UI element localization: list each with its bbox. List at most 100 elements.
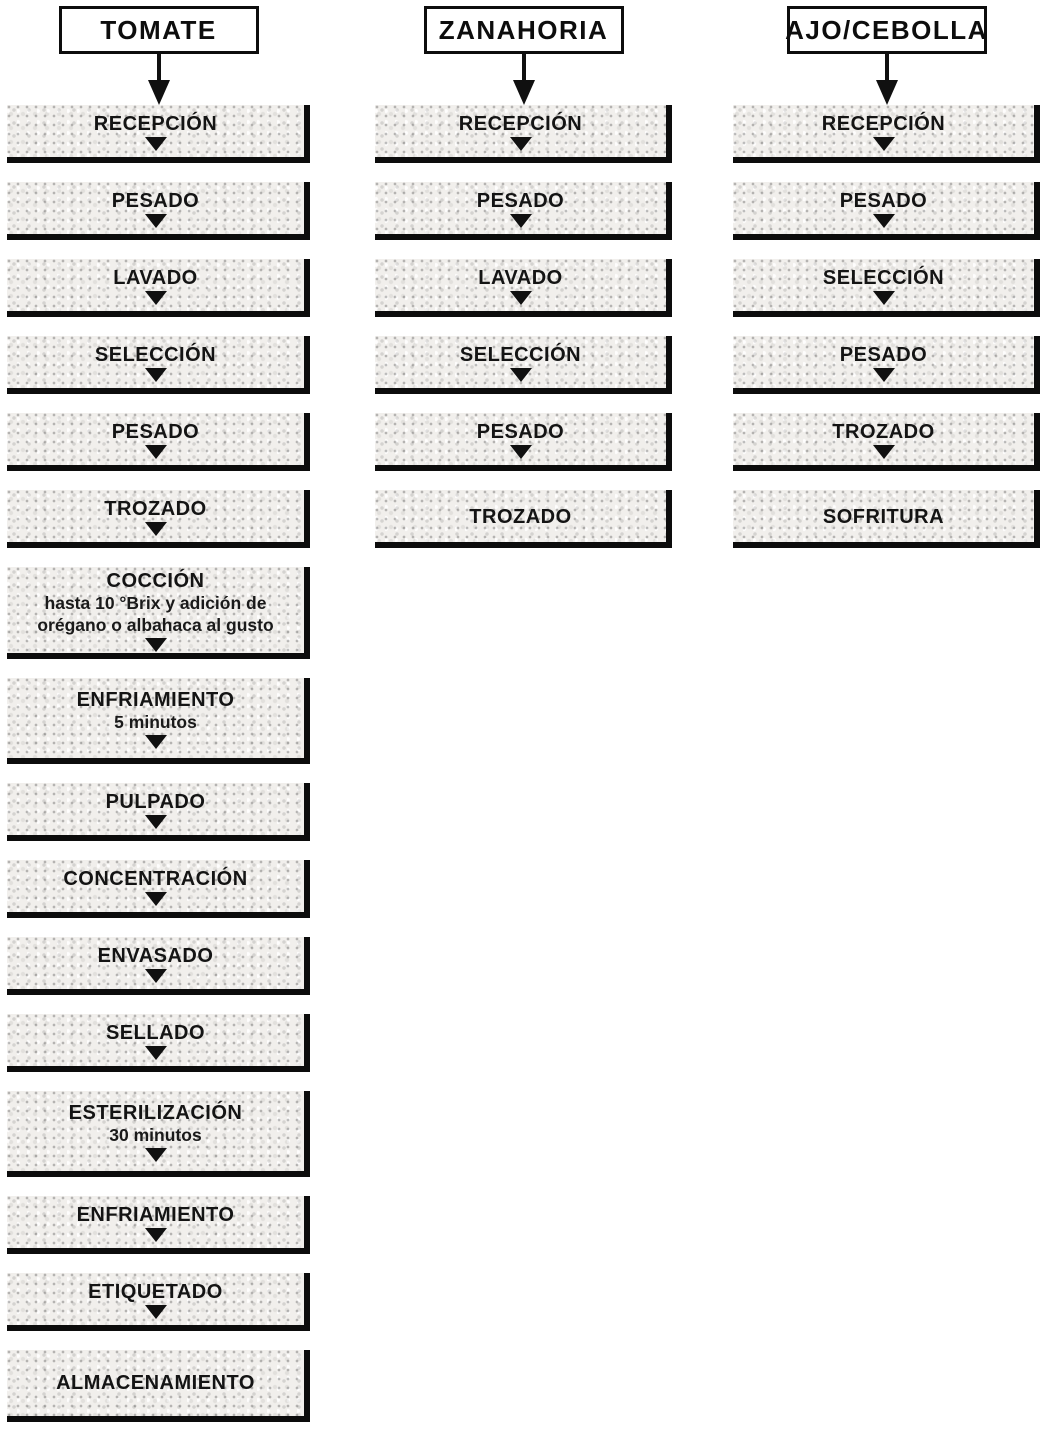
- arrow-down-icon: [144, 1045, 167, 1060]
- step-box-pesado: PESADO: [733, 182, 1040, 240]
- column-title: ZANAHORIA: [423, 6, 624, 54]
- step-box-lavado: LAVADO: [375, 259, 672, 317]
- arrow-down-icon: [509, 137, 532, 151]
- step-label: RECEPCIÓN: [93, 113, 218, 135]
- connector-line: [521, 54, 526, 80]
- arrow-down-icon: [509, 445, 532, 459]
- steps-list: RECEPCIÓN PESADO LAVADO SELECCIÓN PESADO…: [375, 105, 672, 548]
- arrow-down-icon: [144, 137, 167, 151]
- step-box-sofritura: SOFRITURA: [733, 490, 1040, 548]
- column-header: TOMATE: [7, 0, 310, 105]
- arrow-down-icon: [144, 214, 167, 228]
- step-box-trozado: TROZADO: [7, 490, 310, 548]
- step-label: PESADO: [476, 421, 565, 443]
- arrow-down-icon: [144, 1147, 167, 1162]
- arrow-down-icon: [144, 734, 167, 749]
- step-box-coccion: COCCIÓN hasta 10 °Brix y adición de orég…: [7, 567, 310, 659]
- arrow-down-icon: [509, 291, 532, 305]
- process-column-zanahoria: ZANAHORIA RECEPCIÓN PESADO LAVADO SELECC…: [375, 0, 672, 548]
- step-label: PESADO: [111, 421, 200, 443]
- column-title: AJO/CEBOLLA: [785, 6, 987, 54]
- step-label: ESTERILIZACIÓN: [68, 1101, 243, 1124]
- step-box-pesado: PESADO: [375, 413, 672, 471]
- step-label: PULPADO: [105, 790, 206, 813]
- column-header: ZANAHORIA: [375, 0, 672, 105]
- step-label: TROZADO: [469, 505, 572, 528]
- step-sublabel: 30 minutos: [109, 1124, 202, 1145]
- arrow-down-icon: [144, 968, 167, 983]
- step-label: RECEPCIÓN: [458, 113, 583, 135]
- arrow-down-icon: [509, 214, 532, 228]
- connector-line: [156, 54, 161, 80]
- step-label: RECEPCIÓN: [821, 113, 946, 135]
- step-box-trozado: TROZADO: [733, 413, 1040, 471]
- step-box-recepcion: RECEPCIÓN: [733, 105, 1040, 163]
- step-box-recepcion: RECEPCIÓN: [375, 105, 672, 163]
- connector-line: [884, 54, 889, 80]
- step-label: CONCENTRACIÓN: [63, 867, 248, 890]
- step-box-pesado: PESADO: [375, 182, 672, 240]
- arrow-down-icon: [144, 522, 167, 536]
- arrow-down-icon: [144, 637, 167, 652]
- step-box-lavado: LAVADO: [7, 259, 310, 317]
- step-box-recepcion: RECEPCIÓN: [7, 105, 310, 163]
- arrow-down-icon: [144, 445, 167, 459]
- step-box-envasado: ENVASADO: [7, 936, 310, 995]
- arrow-down-icon: [144, 891, 167, 906]
- step-label: ALMACENAMIENTO: [56, 1372, 255, 1395]
- step-label: ETIQUETADO: [88, 1280, 223, 1303]
- step-label: PESADO: [476, 190, 565, 212]
- step-label: PESADO: [111, 190, 200, 212]
- step-label: PESADO: [839, 190, 928, 212]
- arrowhead-down-icon: [512, 80, 535, 105]
- step-sublabel: 5 minutos: [114, 711, 197, 732]
- step-box-etiquetado: ETIQUETADO: [7, 1272, 310, 1331]
- step-label: SOFRITURA: [822, 505, 945, 528]
- step-label: SELECCIÓN: [459, 344, 582, 366]
- step-box-pesado: PESADO: [7, 182, 310, 240]
- step-label: TROZADO: [104, 498, 207, 520]
- step-sublabel: hasta 10 °Brix y adición de orégano o al…: [37, 593, 274, 635]
- step-box-enfriamiento: ENFRIAMIENTO: [7, 1195, 310, 1254]
- step-label: ENVASADO: [97, 944, 214, 967]
- process-column-ajo-cebolla: AJO/CEBOLLA RECEPCIÓN PESADO SELECCIÓN P…: [733, 0, 1040, 548]
- column-header: AJO/CEBOLLA: [733, 0, 1040, 105]
- step-box-enfriamiento: ENFRIAMIENTO 5 minutos: [7, 677, 310, 764]
- step-label: ENFRIAMIENTO: [76, 1203, 235, 1226]
- step-box-esterilizacion: ESTERILIZACIÓN 30 minutos: [7, 1090, 310, 1177]
- step-box-pesado: PESADO: [7, 413, 310, 471]
- step-box-seleccion: SELECCIÓN: [375, 336, 672, 394]
- step-label: ENFRIAMIENTO: [76, 688, 235, 711]
- step-label: SELECCIÓN: [822, 267, 945, 289]
- arrow-down-icon: [144, 814, 167, 829]
- arrow-down-icon: [872, 291, 895, 305]
- step-label: TROZADO: [832, 421, 935, 443]
- arrow-down-icon: [144, 368, 167, 382]
- process-column-tomate: TOMATE RECEPCIÓN PESADO LAVADO SELECCIÓN…: [7, 0, 310, 1422]
- arrow-down-icon: [144, 1227, 167, 1242]
- steps-list: RECEPCIÓN PESADO LAVADO SELECCIÓN PESADO…: [7, 105, 310, 1422]
- arrow-down-icon: [144, 1304, 167, 1319]
- step-label: SELLADO: [105, 1021, 206, 1044]
- column-title: TOMATE: [58, 6, 259, 54]
- step-label: LAVADO: [113, 267, 198, 289]
- step-label: LAVADO: [478, 267, 563, 289]
- step-box-seleccion: SELECCIÓN: [733, 259, 1040, 317]
- arrow-down-icon: [872, 137, 895, 151]
- steps-list: RECEPCIÓN PESADO SELECCIÓN PESADO TROZAD…: [733, 105, 1040, 548]
- arrow-down-icon: [509, 368, 532, 382]
- arrow-down-icon: [144, 291, 167, 305]
- arrow-down-icon: [872, 368, 895, 382]
- step-label: PESADO: [839, 344, 928, 366]
- arrowhead-down-icon: [147, 80, 170, 105]
- step-box-concentracion: CONCENTRACIÓN: [7, 859, 310, 918]
- arrow-down-icon: [872, 445, 895, 459]
- step-box-pesado: PESADO: [733, 336, 1040, 394]
- step-box-seleccion: SELECCIÓN: [7, 336, 310, 394]
- step-label: SELECCIÓN: [94, 344, 217, 366]
- arrowhead-down-icon: [875, 80, 898, 105]
- step-box-pulpado: PULPADO: [7, 782, 310, 841]
- step-label: COCCIÓN: [106, 570, 205, 592]
- step-box-sellado: SELLADO: [7, 1013, 310, 1072]
